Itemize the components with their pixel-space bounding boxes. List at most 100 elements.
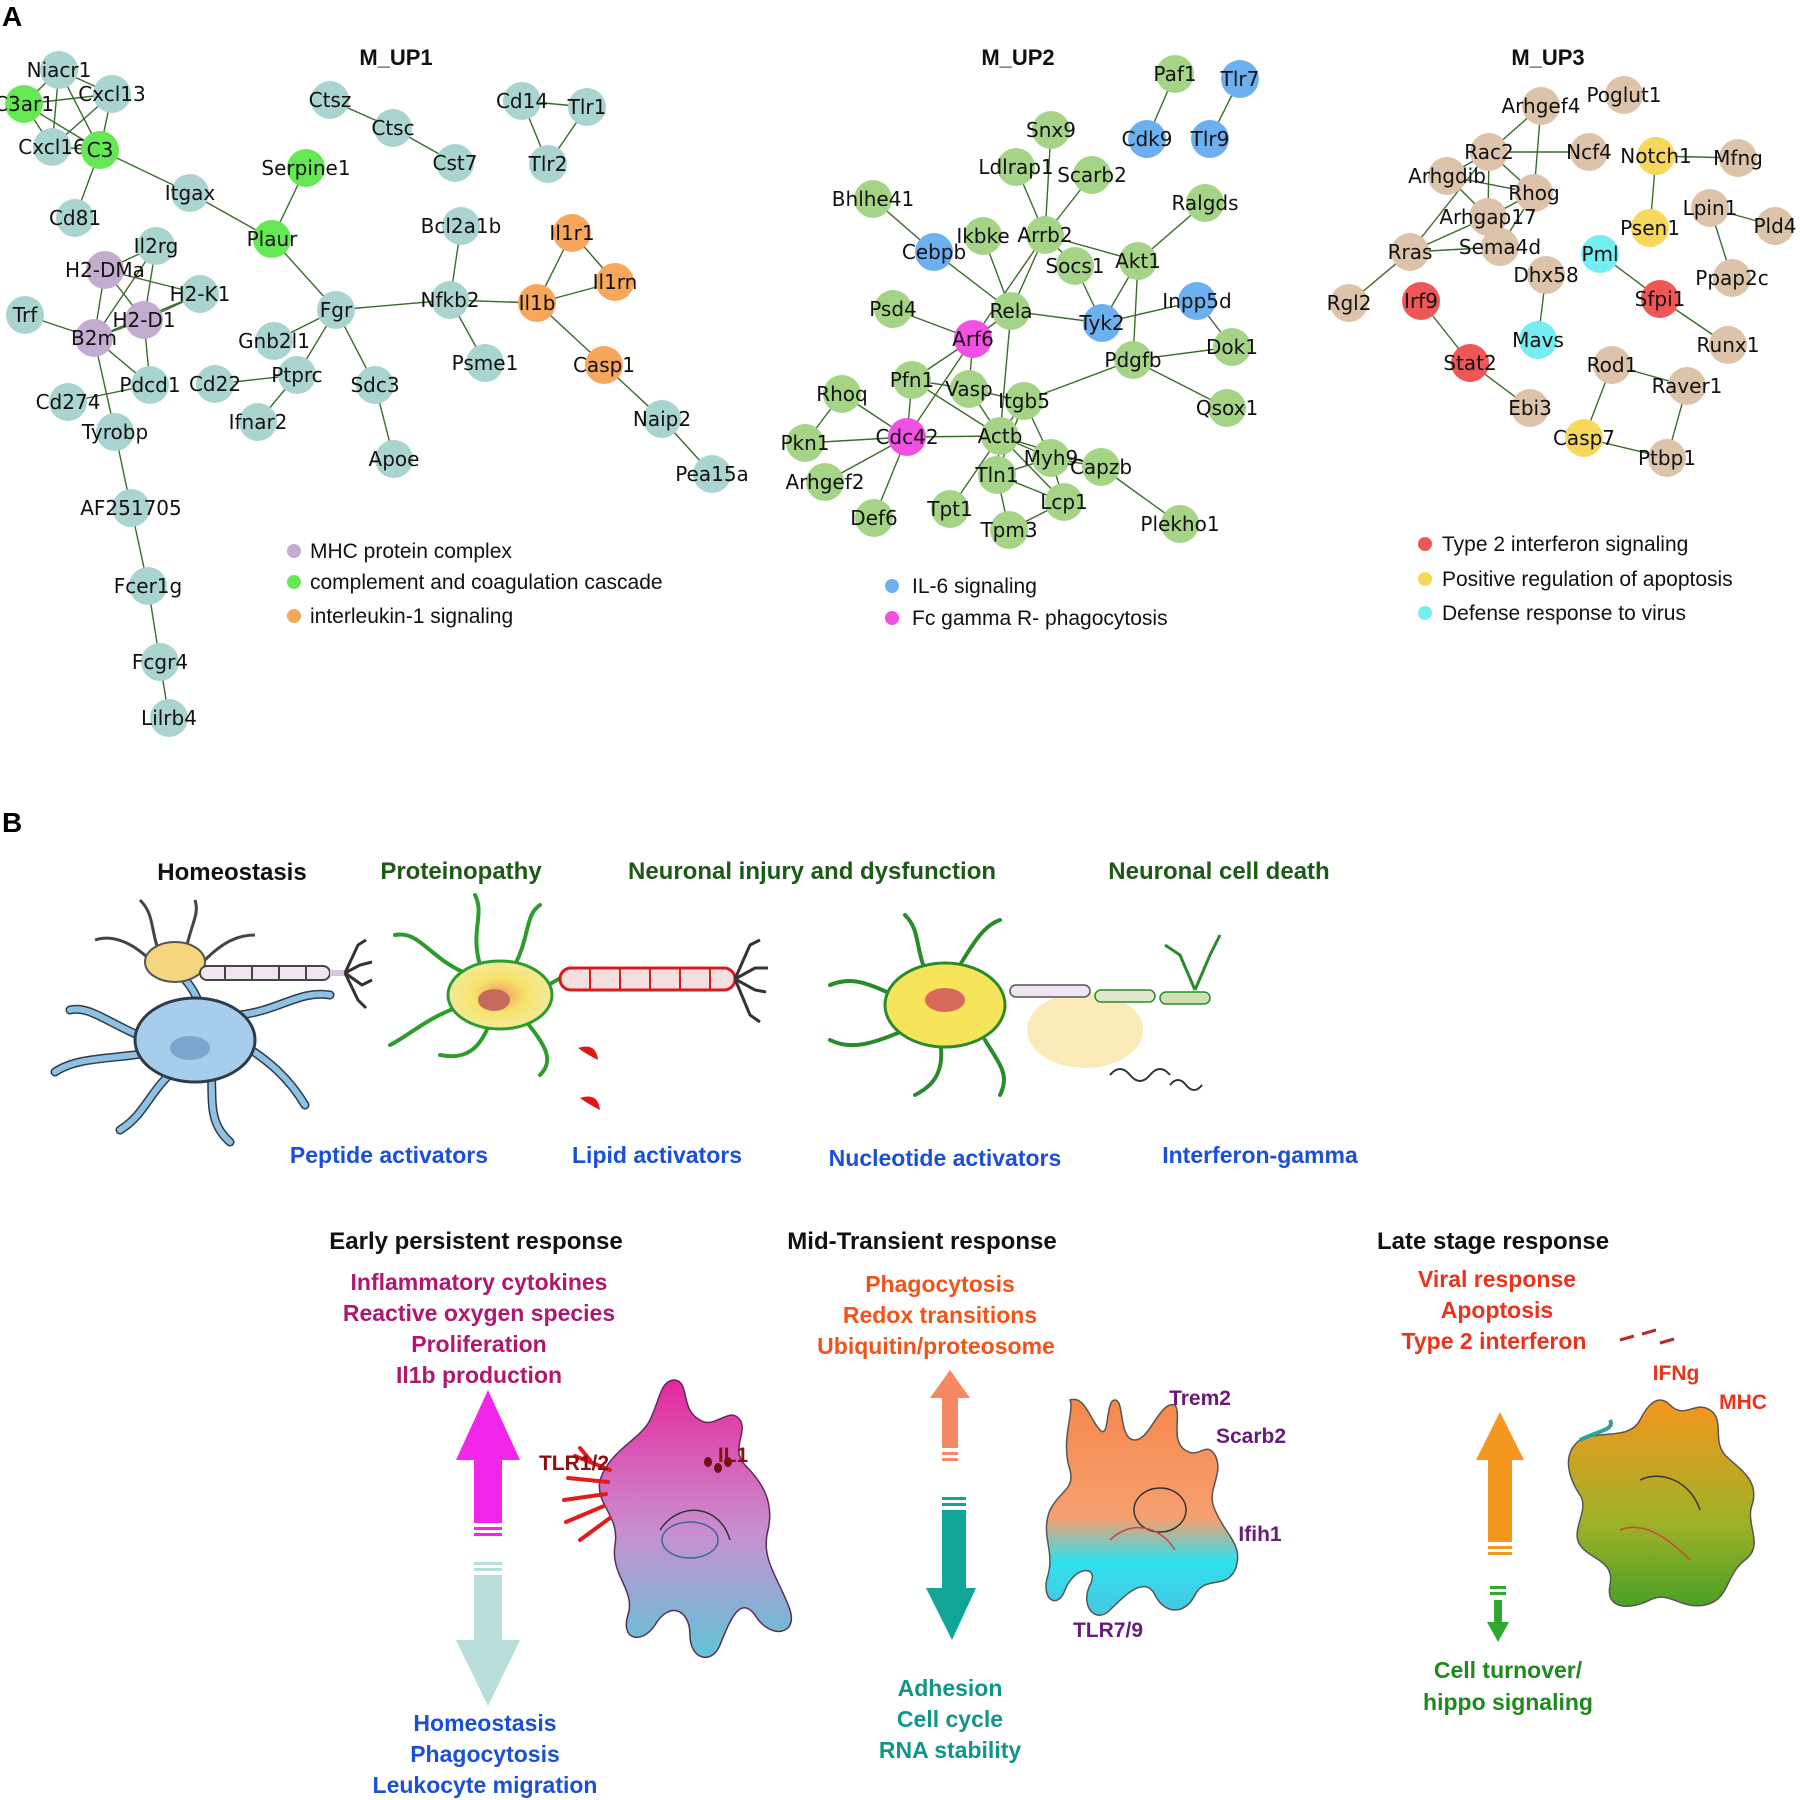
node-circle: [1641, 280, 1679, 318]
node-label: Tyrobp: [81, 420, 148, 444]
node-circle: [239, 403, 277, 441]
up-item: Inflammatory cytokines: [351, 1269, 608, 1295]
node-label: Mavs: [1512, 328, 1564, 352]
legend-swatch: [287, 575, 301, 589]
marker-label: Trem2: [1169, 1387, 1231, 1410]
node-label: Irf9: [1404, 289, 1438, 313]
node-circle: [1391, 233, 1429, 271]
legend: IL-6 signaling Fc gamma R- phagocytosis: [885, 575, 1168, 630]
neuron-proteinopathy-illustration: [388, 893, 768, 1110]
early-persistent-response: Early persistent response Inflammatory c…: [329, 1228, 793, 1798]
stage-proteinopathy: Proteinopathy: [380, 858, 542, 885]
node-label: Trf: [12, 303, 39, 327]
node-circle: [1469, 198, 1507, 236]
node-circle: [278, 356, 316, 394]
node-circle: [442, 207, 480, 245]
node-circle: [1402, 282, 1440, 320]
network-edge: [1409, 151, 1490, 253]
node-circle: [585, 346, 623, 384]
legend-swatch: [1418, 606, 1432, 620]
node-label: Bcl2a1b: [421, 214, 502, 238]
node-circle: [1719, 139, 1757, 177]
node-circle: [874, 290, 912, 328]
node-label: Sema4d: [1459, 235, 1541, 259]
node-circle: [888, 418, 926, 456]
node-circle: [5, 85, 43, 123]
node-circle: [1161, 505, 1199, 543]
node-circle: [1330, 284, 1368, 322]
node-circle: [529, 145, 567, 183]
node-label: Snx9: [1026, 118, 1076, 142]
legend-swatch: [1418, 572, 1432, 586]
network-node: Il2rg: [134, 227, 178, 265]
node-circle: [375, 440, 413, 478]
network-node: Poglut1: [1586, 76, 1662, 114]
network-node: Actb: [978, 417, 1023, 455]
node-label: Cxcl16: [18, 135, 85, 159]
network-node: Ifnar2: [229, 403, 288, 441]
network-node: Cd81: [49, 199, 101, 237]
node-label: Ptprc: [271, 363, 322, 387]
node-label: Cst7: [433, 151, 478, 175]
node-label: Rhog: [1508, 181, 1560, 205]
down-item: Leukocyte migration: [373, 1772, 598, 1798]
node-circle: [806, 463, 844, 501]
network-node: Sfpi1: [1635, 280, 1685, 318]
network-node: Ebi3: [1508, 389, 1552, 427]
node-circle: [823, 375, 861, 413]
stage-homeostasis: Homeostasis: [157, 859, 306, 886]
node-label: Actb: [978, 424, 1023, 448]
node-label: Arhgdib: [1408, 164, 1486, 188]
node-label: Cd81: [49, 206, 101, 230]
network-node: Notch1: [1620, 137, 1692, 175]
node-circle: [356, 366, 394, 404]
node-circle: [56, 199, 94, 237]
node-circle: [997, 148, 1035, 186]
node-circle: [1691, 189, 1729, 227]
network-node: C3ar1: [0, 85, 54, 123]
network-node: Il1rn: [593, 263, 637, 301]
node-circle: [1191, 120, 1229, 158]
node-circle: [1570, 133, 1608, 171]
network-node: Psen1: [1620, 209, 1680, 247]
node-label: C3: [87, 138, 114, 162]
node-circle: [436, 144, 474, 182]
node-label: Psme1: [452, 351, 519, 375]
network-node: Tpt1: [926, 490, 973, 528]
node-label: Ifnar2: [229, 410, 288, 434]
network-node: Dhx58: [1513, 256, 1579, 294]
activator-nucleotide: Nucleotide activators: [829, 1145, 1062, 1171]
node-label: Tlr2: [528, 152, 568, 176]
network-node: Fcgr4: [132, 643, 188, 681]
node-circle: [1026, 216, 1064, 254]
network-node: Myh9: [1024, 439, 1078, 477]
down-item: Adhesion: [898, 1675, 1003, 1701]
network-node: Cxcl13: [78, 75, 146, 113]
node-label: Itgb5: [998, 389, 1050, 413]
network-node: Cxcl16: [18, 128, 86, 166]
node-label: Ebi3: [1508, 396, 1552, 420]
network-edge: [906, 338, 974, 438]
node-circle: [643, 400, 681, 438]
microglia-late-illustration: [1567, 1328, 1755, 1607]
network-node: Ppap2c: [1695, 259, 1769, 297]
marker-label: TLR1/2: [539, 1452, 609, 1475]
node-label: Lpin1: [1683, 196, 1738, 220]
network-node: Tlr2: [528, 145, 568, 183]
node-circle: [253, 220, 291, 258]
node-label: Runx1: [1697, 333, 1760, 357]
up-item: Phagocytosis: [865, 1271, 1015, 1297]
network-node: Raver1: [1652, 367, 1722, 405]
node-circle: [75, 319, 113, 357]
node-label: Dhx58: [1513, 263, 1578, 287]
legend-label: Defense response to virus: [1442, 602, 1686, 625]
node-circle: [255, 322, 293, 360]
node-circle: [893, 361, 931, 399]
node-label: Tpt1: [926, 497, 972, 521]
panel-label-b: B: [2, 807, 22, 838]
node-circle: [1073, 156, 1111, 194]
network-node: H2-D1: [112, 301, 176, 339]
node-circle: [96, 413, 134, 451]
node-circle: [1581, 235, 1619, 273]
node-circle: [150, 699, 188, 737]
